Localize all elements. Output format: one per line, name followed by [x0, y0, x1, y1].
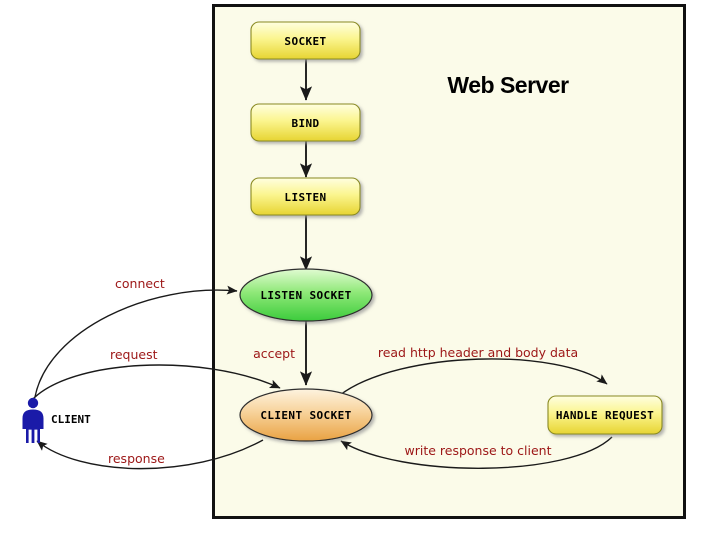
edge-client-socket-to-handle-request: read http header and body data [339, 345, 608, 396]
client-actor-label: CLIENT [51, 413, 91, 426]
node-listen-label: LISTEN [284, 191, 326, 204]
node-client-socket-label: CLIENT SOCKET [260, 409, 351, 422]
web-server-panel: Web Server [212, 4, 686, 519]
edge-connect-line [34, 285, 238, 398]
edge-request-line [31, 364, 281, 401]
edge-client-to-client-socket: request [31, 347, 281, 401]
edge-label-response: response [108, 451, 165, 466]
edge-listen-socket-to-client-socket: accept [253, 321, 313, 386]
edge-label-request: request [110, 347, 158, 362]
node-handle-request-shape[interactable] [547, 395, 663, 435]
node-client-socket[interactable] [239, 388, 373, 442]
client-actor[interactable]: CLIENT [22, 397, 92, 443]
edge-label-read-http: read http header and body data [378, 345, 578, 360]
node-handle-request[interactable] [547, 395, 663, 435]
node-listen-socket-label: LISTEN SOCKET [260, 289, 351, 302]
edge-client-socket-to-client: response [36, 439, 264, 470]
edge-label-write-response: write response to client [404, 443, 551, 458]
person-icon [22, 397, 44, 443]
node-bind-label: BIND [291, 117, 319, 130]
node-handle-request-label: HANDLE REQUEST [556, 409, 654, 422]
edge-label-connect: connect [115, 276, 165, 291]
node-socket-label: SOCKET [284, 35, 326, 48]
node-bind[interactable] [250, 103, 361, 142]
node-bind-shape[interactable] [250, 103, 361, 142]
edge-read-http-line [339, 358, 608, 396]
node-listen[interactable] [250, 177, 361, 216]
edge-client-to-listen-socket: connect [34, 276, 238, 398]
node-listen-shape[interactable] [250, 177, 361, 216]
edge-write-response-line [340, 436, 613, 469]
node-socket-shape[interactable] [250, 21, 361, 60]
edge-handle-request-to-client-socket: write response to client [340, 436, 613, 469]
edge-response-line [36, 439, 264, 470]
panel-title: Web Server [447, 72, 569, 98]
edge-label-accept: accept [253, 346, 295, 361]
node-listen-socket[interactable] [239, 268, 373, 322]
node-socket[interactable] [250, 21, 361, 60]
node-listen-socket-shape[interactable] [239, 268, 373, 322]
node-client-socket-shape[interactable] [239, 388, 373, 442]
